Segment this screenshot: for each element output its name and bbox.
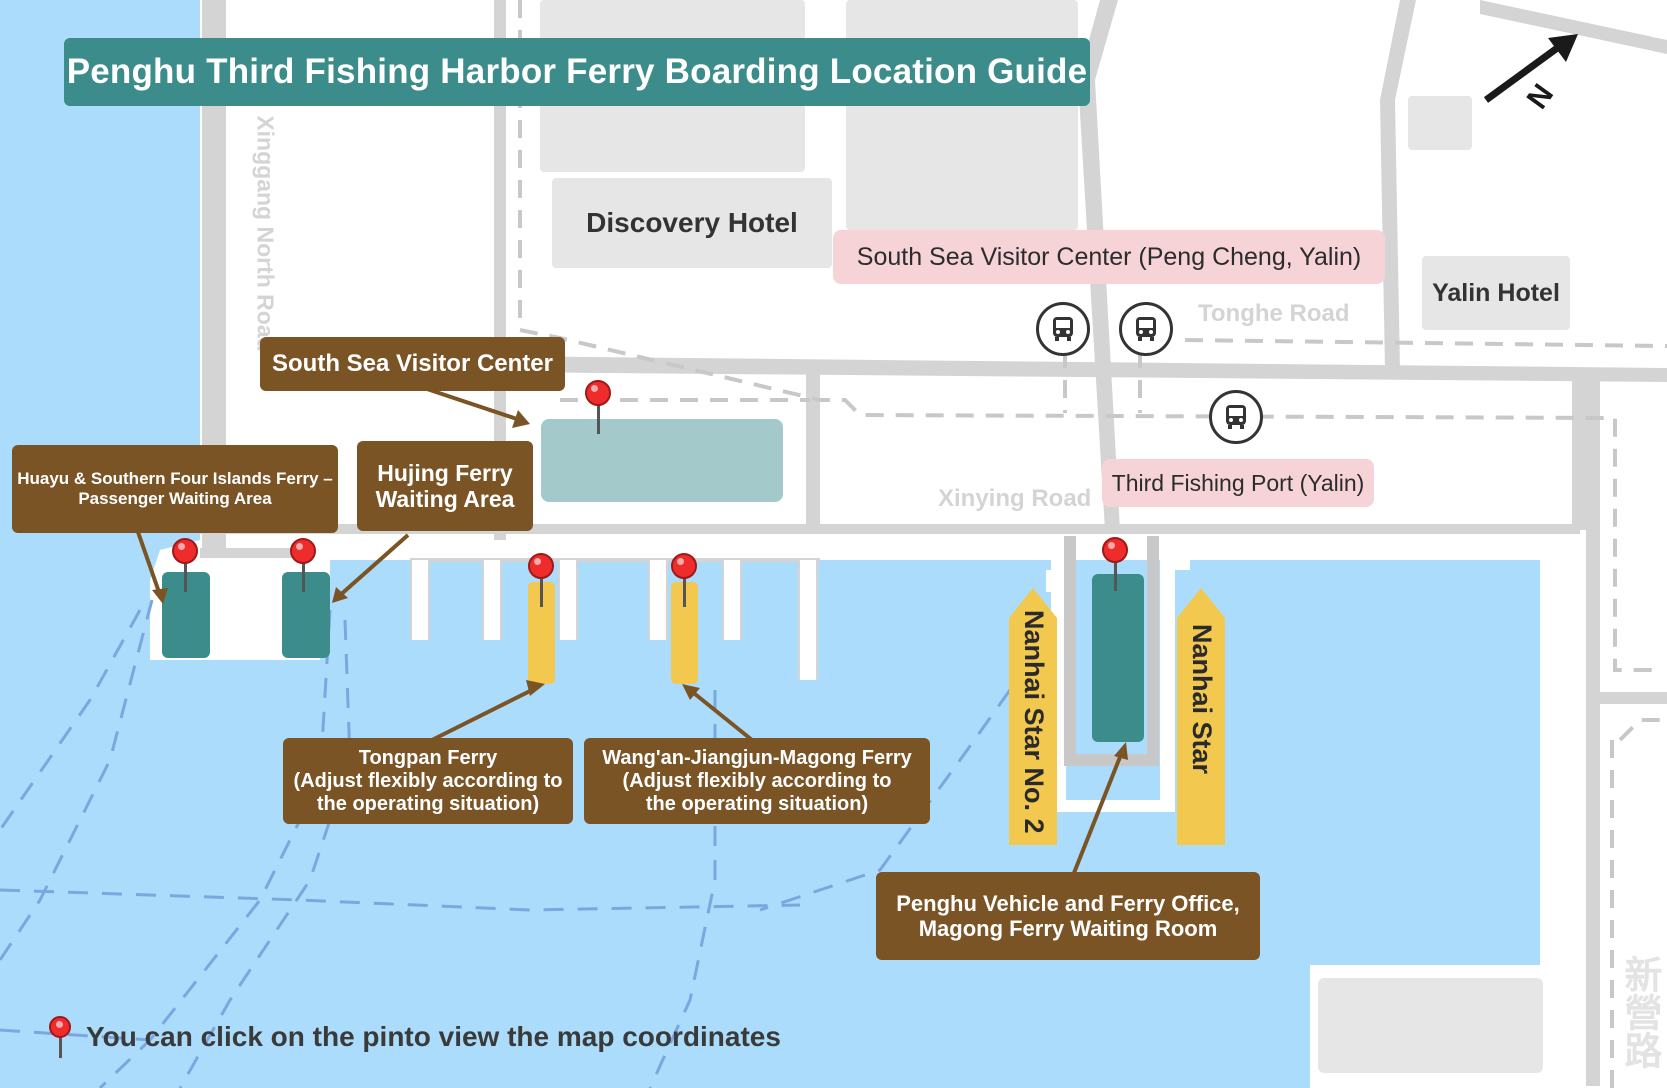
callout-tongpan-ferry: Tongpan Ferry (Adjust flexibly according… bbox=[283, 738, 573, 824]
map-pin-vehicle-ferry-office[interactable] bbox=[1100, 537, 1132, 593]
callout-text: Magong Ferry Waiting Room bbox=[918, 916, 1218, 941]
road-label-xinying: Xinying Road bbox=[938, 485, 1092, 512]
callout-vehicle-ferry-office: Penghu Vehicle and Ferry Office, Magong … bbox=[876, 872, 1260, 960]
callout-text: Huayu & Southern Four Islands Ferry – bbox=[17, 469, 333, 489]
callout-south-sea-visitor-center: South Sea Visitor Center bbox=[260, 337, 565, 391]
land-southeast-block bbox=[1318, 978, 1543, 1073]
callout-text: the operating situation) bbox=[316, 792, 540, 815]
map-pin-wangan-ferry[interactable] bbox=[669, 553, 701, 609]
map-pin-huayu-ferry[interactable] bbox=[170, 538, 202, 594]
callout-text: Penghu Vehicle and Ferry Office, bbox=[896, 890, 1240, 916]
callout-text: Waiting Area bbox=[375, 486, 515, 512]
label-south-sea-visitor-center-pengcheng-yalin: South Sea Visitor Center (Peng Cheng, Ya… bbox=[833, 230, 1385, 284]
page-title: Penghu Third Fishing Harbor Ferry Boardi… bbox=[64, 38, 1090, 106]
callout-wangan-ferry: Wang'an-Jiangjun-Magong Ferry (Adjust fl… bbox=[584, 738, 930, 824]
road-label-xinggang-north: Xinggang North Road bbox=[252, 115, 279, 352]
label-nanhai-star: Nanhai Star bbox=[1187, 624, 1217, 775]
visitor-center-building bbox=[541, 419, 783, 502]
callout-text: the operating situation) bbox=[645, 792, 869, 815]
road-xinying bbox=[200, 524, 1580, 534]
bus-stop-icon bbox=[1209, 390, 1263, 444]
block-top-c bbox=[1408, 96, 1472, 150]
berth-nanhai-office bbox=[1092, 574, 1144, 742]
map-pin-tongpan-ferry[interactable] bbox=[526, 553, 558, 609]
map-pin-icon bbox=[48, 1016, 76, 1058]
road-tonghe bbox=[490, 356, 1667, 382]
nanhai-star-arrow bbox=[1177, 588, 1225, 845]
callout-huayu-ferry: Huayu & Southern Four Islands Ferry – Pa… bbox=[12, 445, 338, 533]
callout-text: (Adjust flexibly according to bbox=[622, 769, 892, 792]
berth-wangan bbox=[671, 582, 698, 684]
pin-hint-text: You can click on the pinto view the map … bbox=[86, 1021, 781, 1052]
map-pin-hujing-ferry[interactable] bbox=[288, 538, 320, 594]
berth-tongpan bbox=[528, 582, 555, 684]
map-pin-visitor-center[interactable] bbox=[583, 380, 615, 436]
road-label-tonghe: Tonghe Road bbox=[1198, 300, 1350, 327]
berth-huayu bbox=[162, 572, 210, 658]
callout-text: Hujing Ferry bbox=[377, 459, 513, 486]
label-third-fishing-port-yalin: Third Fishing Port (Yalin) bbox=[1102, 459, 1374, 507]
pin-hint: You can click on the pinto view the map … bbox=[48, 1016, 781, 1058]
nanhai-star-no2-arrow bbox=[1009, 588, 1057, 845]
road-label-xinying-chinese: 新營路 bbox=[1618, 955, 1660, 1069]
callout-text: Wang'an-Jiangjun-Magong Ferry bbox=[602, 746, 912, 769]
north-arrow-icon bbox=[1483, 34, 1578, 103]
discovery-hotel: Discovery Hotel bbox=[552, 178, 832, 268]
yalin-hotel: Yalin Hotel bbox=[1422, 256, 1570, 330]
bus-stop-icon bbox=[1119, 302, 1173, 356]
block-top-b bbox=[846, 0, 1078, 230]
callout-text: South Sea Visitor Center bbox=[272, 350, 553, 378]
callout-text: (Adjust flexibly according to bbox=[293, 769, 563, 792]
callout-text: Passenger Waiting Area bbox=[78, 489, 272, 508]
bus-stop-icon bbox=[1036, 302, 1090, 356]
callout-hujing-ferry: Hujing Ferry Waiting Area bbox=[357, 441, 533, 531]
callout-text: Tongpan Ferry bbox=[358, 746, 498, 769]
label-nanhai-star-no2: Nanhai Star No. 2 bbox=[1019, 610, 1049, 834]
berth-hujing bbox=[282, 572, 330, 658]
